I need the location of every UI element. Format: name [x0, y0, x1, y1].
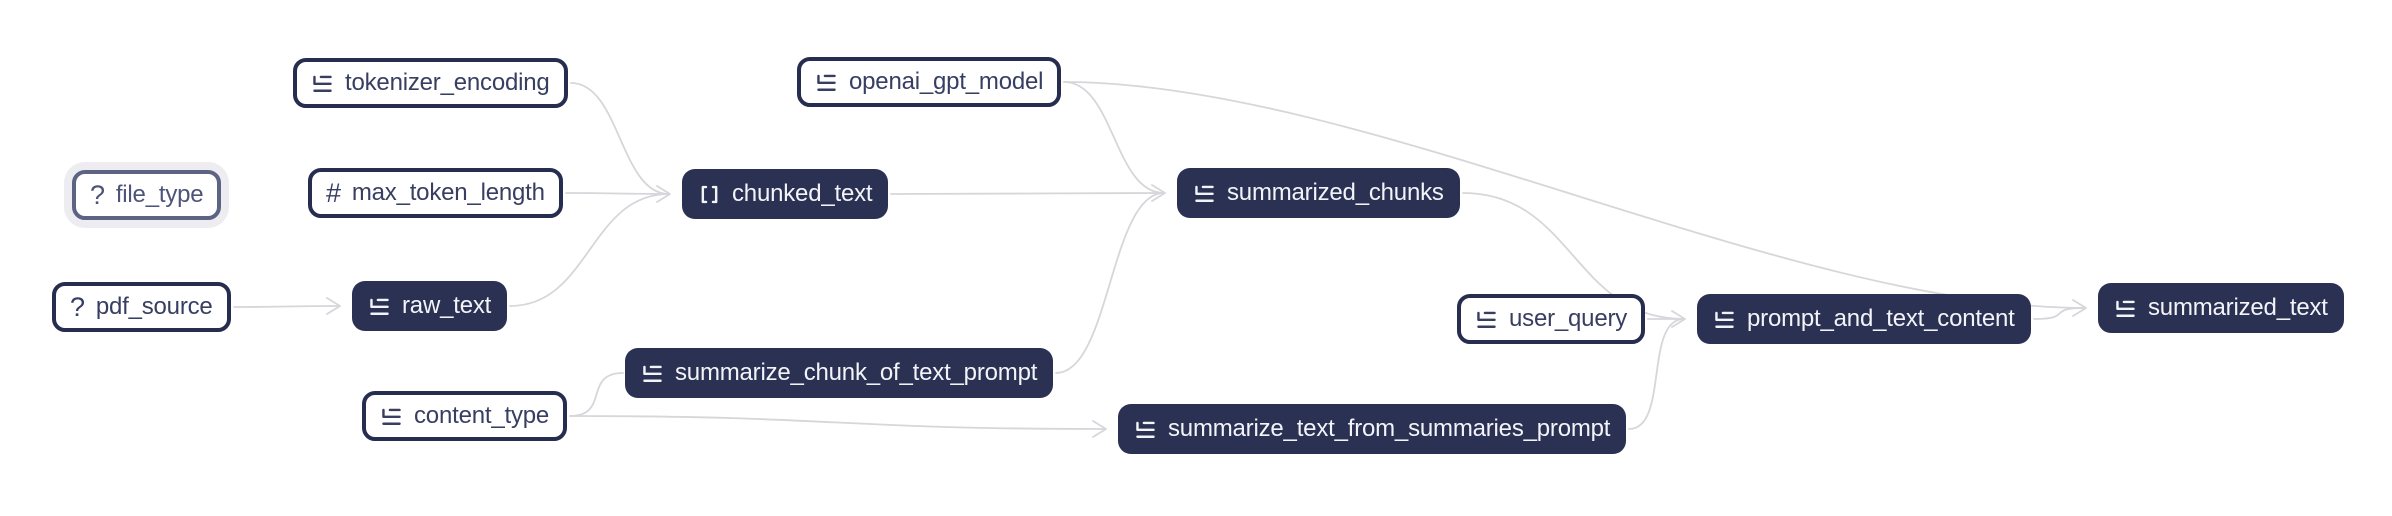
node-summarize_chunk_of_text_prompt[interactable]: summarize_chunk_of_text_prompt: [625, 348, 1054, 398]
node-prompt_and_text_content[interactable]: prompt_and_text_content: [1697, 294, 2031, 344]
node-label: user_query: [1509, 305, 1628, 332]
node-summarized_chunks[interactable]: summarized_chunks: [1177, 168, 1460, 218]
edge-tokenizer_encoding-chunked_text: [570, 82, 670, 195]
edge-content_type-summarize_chunk_of_text_prompt: [569, 372, 624, 417]
list-icon: [1475, 308, 1498, 331]
brackets-icon: [698, 183, 721, 206]
node-label: raw_text: [402, 292, 492, 319]
question-icon: ?: [70, 291, 85, 322]
node-tokenizer_encoding[interactable]: tokenizer_encoding: [293, 58, 568, 108]
edge-content_type-summarize_text_from_summaries_prompt: [569, 415, 1106, 430]
node-max_token_length[interactable]: # max_token_length: [308, 168, 563, 218]
node-summarize_text_from_summaries_prompt[interactable]: summarize_text_from_summaries_prompt: [1118, 404, 1627, 454]
node-label: openai_gpt_model: [849, 68, 1044, 95]
list-icon: [311, 72, 334, 95]
node-label: summarized_text: [2148, 294, 2328, 321]
edge-summarize_chunk_of_text_prompt-summarized_chunks: [1055, 192, 1165, 374]
edge-prompt_and_text_content-summarized_text: [2033, 307, 2086, 320]
arrowhead-summarized_text: [2072, 299, 2087, 317]
node-openai_gpt_model[interactable]: openai_gpt_model: [797, 57, 1062, 107]
edge-max_token_length-chunked_text: [565, 192, 670, 195]
node-raw_text[interactable]: raw_text: [352, 281, 508, 331]
node-user_query[interactable]: user_query: [1457, 294, 1646, 344]
list-icon: [2114, 297, 2137, 320]
hash-icon: #: [326, 177, 341, 208]
node-label: tokenizer_encoding: [345, 69, 550, 96]
list-icon: [641, 362, 664, 385]
node-label: chunked_text: [732, 180, 873, 207]
arrowhead-summarize_text_from_summaries_prompt: [1092, 420, 1107, 438]
arrowhead-raw_text: [326, 297, 341, 315]
node-chunked_text[interactable]: chunked_text: [682, 169, 889, 219]
node-label: content_type: [414, 402, 550, 429]
arrowhead-prompt_and_text_content: [1671, 310, 1686, 328]
list-icon: [815, 71, 838, 94]
edge-chunked_text-summarized_chunks: [890, 192, 1165, 195]
edge-summarized_chunks-prompt_and_text_content: [1462, 192, 1685, 320]
node-summarized_text[interactable]: summarized_text: [2098, 283, 2344, 333]
question-icon: ?: [90, 179, 105, 210]
list-icon: [368, 295, 391, 318]
node-label: prompt_and_text_content: [1747, 305, 2015, 332]
node-label: summarize_text_from_summaries_prompt: [1168, 415, 1611, 442]
node-label: max_token_length: [351, 179, 545, 206]
edge-raw_text-chunked_text: [509, 193, 670, 307]
node-label: pdf_source: [95, 293, 213, 320]
list-icon: [380, 405, 403, 428]
edge-pdf_source-raw_text: [233, 305, 340, 308]
edge-openai_gpt_model-summarized_chunks: [1063, 81, 1165, 194]
list-icon: [1193, 182, 1216, 205]
arrowhead-chunked_text: [656, 185, 671, 203]
node-label: file_type: [115, 181, 204, 208]
arrowhead-summarized_chunks: [1151, 184, 1166, 202]
list-icon: [1134, 418, 1157, 441]
list-icon: [1713, 308, 1736, 331]
node-label: summarized_chunks: [1227, 179, 1444, 206]
edge-summarize_text_from_summaries_prompt-prompt_and_text_content: [1628, 318, 1685, 430]
node-pdf_source[interactable]: ? pdf_source: [52, 282, 231, 332]
node-file_type[interactable]: ? file_type: [72, 170, 222, 220]
node-label: summarize_chunk_of_text_prompt: [675, 359, 1038, 386]
node-content_type[interactable]: content_type: [362, 391, 568, 441]
